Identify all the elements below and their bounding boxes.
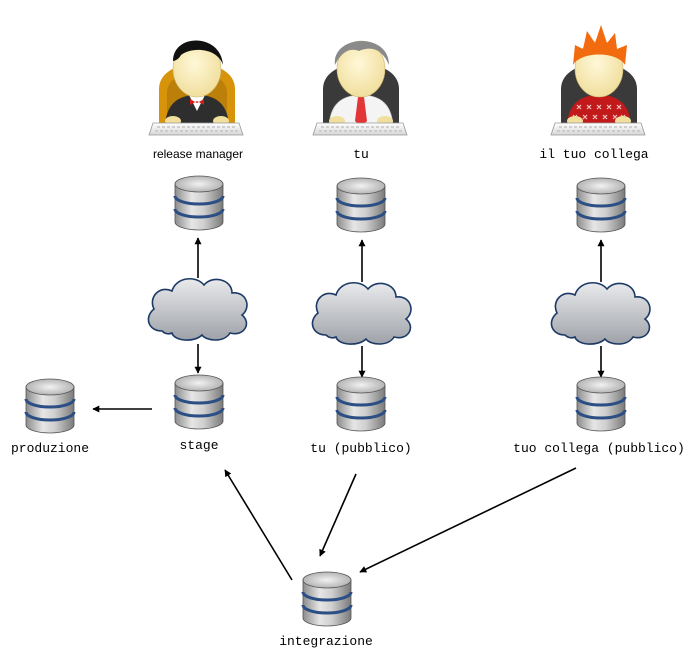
rm-private-repo-database-icon (173, 174, 225, 232)
arrow-integration-to-stage (224, 469, 293, 581)
colleague-cloud-icon (550, 281, 651, 345)
integration-database-icon (301, 570, 353, 628)
colleague-public-label: tuo collega (pubblico) (513, 441, 685, 456)
stage-label: stage (179, 438, 219, 453)
you-public-label: tu (pubblico) (310, 441, 412, 456)
production-database-icon (24, 377, 76, 435)
stage-database-icon (173, 373, 225, 431)
release-manager-avatar-icon (148, 40, 244, 136)
arrows (92, 237, 605, 581)
you-public-database-icon (335, 375, 387, 433)
rm-cloud-icon (147, 277, 248, 341)
you-avatar-icon (312, 40, 408, 136)
production-label: produzione (10, 441, 90, 456)
colleague-private-repo-database-icon (575, 176, 627, 234)
integration-label: integrazione (279, 634, 373, 649)
colleague-label: il tuo collega (539, 147, 649, 162)
colleague-public-database-icon (575, 375, 627, 433)
arrow-colleague-public-to-integration (359, 467, 577, 573)
colleague-avatar-icon (550, 25, 646, 136)
release-manager-label: release manager (152, 147, 244, 161)
you-cloud-icon (311, 281, 412, 345)
you-label: tu (353, 147, 369, 162)
arrow-you-public-to-integration (319, 473, 357, 557)
you-private-repo-database-icon (335, 176, 387, 234)
